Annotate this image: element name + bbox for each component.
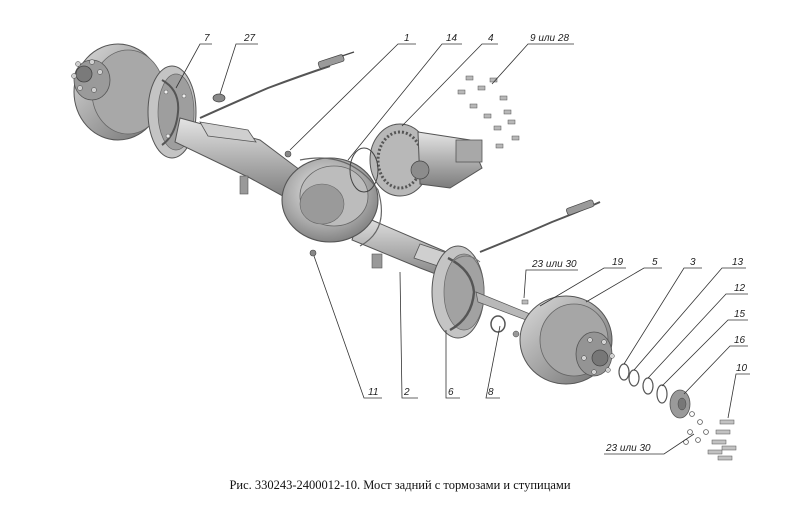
callout-15: 15 — [661, 309, 748, 387]
svg-text:4: 4 — [488, 33, 494, 44]
svg-text:27: 27 — [243, 33, 256, 44]
final-drive-gear-assembly — [369, 123, 483, 197]
callout-14: 14 — [347, 33, 462, 161]
callout-16: 16 — [683, 335, 748, 395]
right-brake-drum — [519, 295, 615, 385]
callout-4: 4 — [401, 33, 498, 127]
svg-text:13: 13 — [732, 257, 744, 268]
svg-text:5: 5 — [652, 257, 658, 268]
callout-9-or-28: 9 или 28 — [491, 33, 574, 85]
callout-12: 12 — [647, 283, 748, 379]
callout-23-or-30-bottom: 23 или 30 — [604, 433, 695, 455]
callout-27: 27 — [219, 33, 258, 95]
svg-text:3: 3 — [690, 257, 696, 268]
washers-part-23-or-30 — [683, 411, 709, 445]
callout-8: 8 — [485, 325, 501, 399]
figure-caption: Рис. 330243-2400012-10. Мост задний с то… — [229, 478, 571, 492]
svg-text:9 или 28: 9 или 28 — [530, 33, 569, 44]
svg-text:6: 6 — [448, 387, 454, 398]
callout-2: 2 — [399, 271, 418, 399]
plug-part-27 — [212, 93, 226, 103]
svg-text:11: 11 — [368, 387, 378, 398]
svg-text:16: 16 — [734, 335, 746, 346]
callout-1: 1 — [289, 33, 416, 151]
svg-text:23 или 30: 23 или 30 — [531, 259, 577, 270]
callout-13: 13 — [633, 257, 746, 371]
axle-shaft — [475, 291, 543, 338]
differential-bolts — [457, 75, 520, 149]
hub-rings — [618, 363, 668, 404]
svg-text:23 или 30: 23 или 30 — [605, 443, 651, 454]
wheel-studs-part-10 — [707, 419, 737, 461]
svg-text:10: 10 — [736, 363, 748, 374]
callout-5: 5 — [585, 257, 662, 303]
svg-text:12: 12 — [734, 283, 746, 294]
svg-text:1: 1 — [404, 33, 410, 44]
svg-text:8: 8 — [488, 387, 494, 398]
callout-10: 10 — [727, 363, 750, 419]
hub-flange-part-16 — [669, 389, 691, 419]
callout-23-or-30-top: 23 или 30 — [523, 259, 578, 299]
right-brake-backing-plate — [431, 245, 485, 339]
svg-text:2: 2 — [403, 387, 410, 398]
svg-text:7: 7 — [204, 33, 210, 44]
callout-3: 3 — [623, 257, 702, 365]
callout-11: 11 — [313, 255, 382, 399]
callout-6: 6 — [445, 330, 460, 399]
svg-text:19: 19 — [612, 257, 624, 268]
callout-7: 7 — [175, 33, 212, 89]
right-parking-brake-cable — [479, 199, 601, 253]
gasket-part-14 — [349, 147, 379, 193]
callout-19: 19 — [539, 257, 626, 307]
svg-text:14: 14 — [446, 33, 458, 44]
svg-text:15: 15 — [734, 309, 746, 320]
left-parking-brake-cable — [199, 51, 355, 119]
